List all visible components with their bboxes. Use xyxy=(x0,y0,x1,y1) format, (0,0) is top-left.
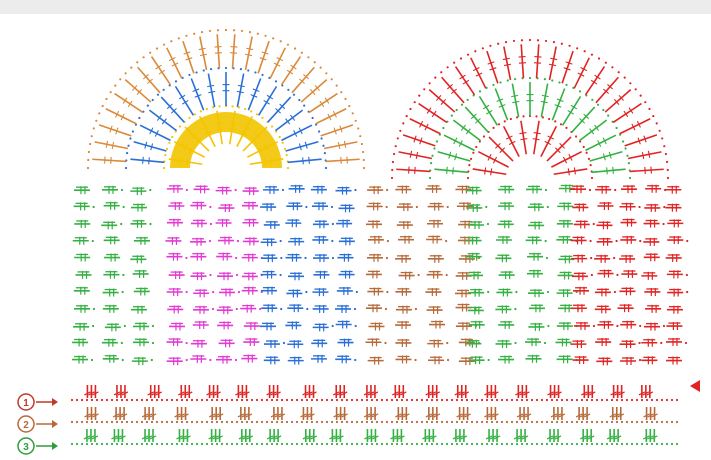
panel-brown xyxy=(365,185,479,365)
panel-green-right xyxy=(465,185,579,365)
left-arch-center xyxy=(170,112,282,168)
row-arrow-right xyxy=(690,380,700,392)
panel-green-left xyxy=(72,186,154,365)
panel-blue xyxy=(260,185,358,365)
base-row-3 xyxy=(71,429,678,445)
base-row-1 xyxy=(71,385,678,401)
row-number-label: 2 xyxy=(23,420,29,431)
panel-magenta xyxy=(165,185,262,365)
row-number-label: 3 xyxy=(23,442,29,453)
row-number-label: 1 xyxy=(23,398,29,409)
base-row-2 xyxy=(71,407,678,423)
row-number-3: 3 xyxy=(18,438,58,454)
left-arch xyxy=(87,29,365,169)
row-number-1: 1 xyxy=(18,394,58,410)
right-arch xyxy=(391,39,669,179)
row-number-2: 2 xyxy=(18,416,58,432)
panel-red xyxy=(570,185,688,366)
